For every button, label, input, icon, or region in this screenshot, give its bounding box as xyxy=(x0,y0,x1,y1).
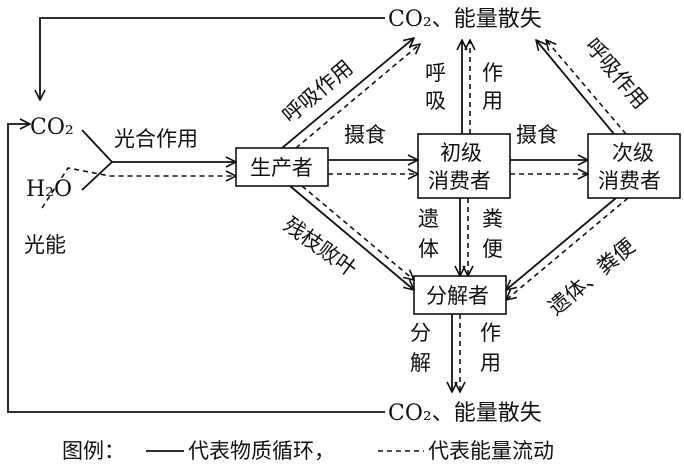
remains1-char-1: 遗 xyxy=(418,207,439,231)
primary-respiration-char-3: 作 xyxy=(482,61,503,85)
decomposition-char-4: 用 xyxy=(480,351,501,375)
legend-prefix: 图例： xyxy=(62,439,125,463)
feeding1-label: 摄食 xyxy=(344,123,386,147)
decomposition-char-2: 解 xyxy=(410,351,431,375)
primary-consumer-line-2: 消费者 xyxy=(428,169,491,193)
secondary-respiration-dashed-arrow xyxy=(546,40,627,135)
primary-respiration-char-4: 用 xyxy=(482,89,503,113)
legend: 图例： 代表物质循环， 代表能量流动 xyxy=(62,439,554,463)
litter-solid-arrow xyxy=(289,185,414,290)
legend-dashed-label: 代表能量流动 xyxy=(428,439,554,463)
litter-label: 残枝败叶 xyxy=(279,213,361,282)
producer-respiration-solid-arrow xyxy=(281,38,414,149)
light-energy-label: 光能 xyxy=(24,233,66,257)
decomposition-char-1: 分 xyxy=(410,321,431,345)
producer-label: 生产者 xyxy=(250,156,313,180)
h2o-label: H₂O xyxy=(26,177,72,202)
top-sink-label: CO₂、能量散失 xyxy=(388,7,542,32)
co2-input-line xyxy=(81,129,113,163)
remains1-char-2: 体 xyxy=(418,237,439,261)
bottom-sink-label: CO₂、能量散失 xyxy=(388,401,542,426)
cycle-top-return-arrow xyxy=(40,17,385,100)
decomposer-label: 分解者 xyxy=(426,284,489,308)
secondary-consumer-line-1: 次级 xyxy=(612,141,654,165)
decomposition-char-3: 作 xyxy=(480,321,501,345)
photosynthesis-label: 光合作用 xyxy=(114,127,198,151)
producer-respiration-label: 呼吸作用 xyxy=(278,55,358,127)
primary-consumer-box xyxy=(417,133,511,199)
secondary-respiration-solid-arrow xyxy=(536,40,615,135)
remains2-solid-arrow xyxy=(506,197,617,290)
feces1-char-1: 粪 xyxy=(482,207,503,231)
feeding2-label: 摄食 xyxy=(516,123,558,147)
cycle-bottom-return-arrow xyxy=(7,124,385,413)
primary-respiration-char-2: 吸 xyxy=(425,89,446,113)
litter-dashed-arrow xyxy=(301,185,414,280)
secondary-consumer-box xyxy=(587,133,681,199)
co2-label: CO₂ xyxy=(30,115,74,140)
secondary-consumer-line-2: 消费者 xyxy=(598,169,661,193)
light-energy-arrow xyxy=(41,167,236,209)
h2o-input-line xyxy=(81,161,113,191)
legend-solid-label: 代表物质循环， xyxy=(188,439,335,463)
feces1-char-2: 便 xyxy=(482,237,503,261)
primary-consumer-line-1: 初级 xyxy=(440,141,482,165)
secondary-respiration-label: 呼吸作用 xyxy=(580,34,652,114)
primary-respiration-char-1: 呼 xyxy=(425,61,446,85)
